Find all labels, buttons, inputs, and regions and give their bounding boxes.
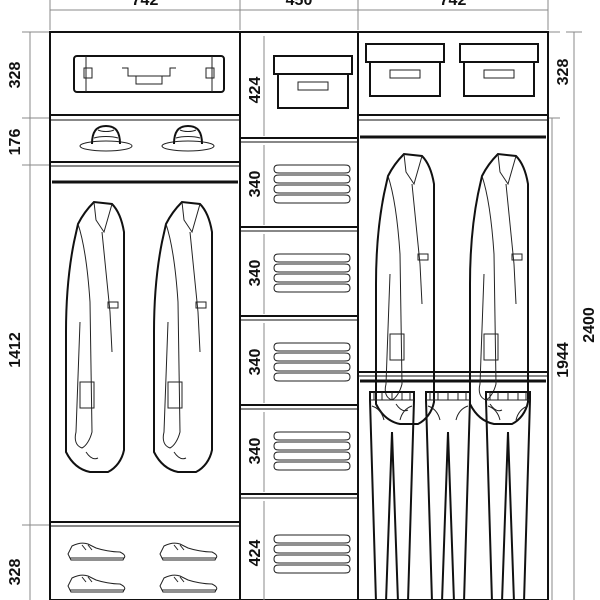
folded-clothes-icon — [273, 534, 351, 574]
middle-shelf-2-label: 340 — [247, 260, 264, 287]
left-hanging-height-label: 1412 — [7, 332, 24, 368]
dimension-lines — [22, 0, 582, 600]
left-bottom-height-label: 328 — [7, 559, 24, 586]
middle-shelf-4-label: 340 — [247, 438, 264, 465]
storage-box-icon — [365, 43, 445, 97]
storage-box-icon — [459, 43, 539, 97]
trousers-icon — [425, 391, 471, 600]
jacket-icon — [375, 153, 435, 425]
shoe-icon — [159, 542, 218, 561]
folded-clothes-icon — [273, 253, 351, 293]
folded-clothes-icon — [273, 431, 351, 471]
total-height-label: 2400 — [581, 307, 598, 343]
cabinet-frame — [49, 31, 549, 600]
shoe-icon — [159, 574, 218, 593]
jacket-icon — [153, 201, 213, 473]
middle-shelf-3-label: 340 — [247, 349, 264, 376]
left-width-label: 742 — [132, 0, 159, 9]
hat-icon — [79, 125, 133, 152]
right-hanging-height-label: 1944 — [555, 342, 572, 378]
left-top-height-label: 328 — [7, 62, 24, 89]
shoe-icon — [67, 574, 126, 593]
middle-top-height-label: 424 — [247, 77, 264, 104]
suitcase-icon — [73, 55, 225, 93]
jacket-icon — [65, 201, 125, 473]
right-top-height-label: 328 — [555, 59, 572, 86]
middle-width-label: 450 — [286, 0, 313, 9]
left-hat-height-label: 176 — [7, 129, 24, 156]
middle-shelf-1-label: 340 — [247, 171, 264, 198]
folded-clothes-icon — [273, 164, 351, 204]
right-width-label: 742 — [440, 0, 467, 9]
middle-bottom-height-label: 424 — [247, 540, 264, 567]
folded-clothes-icon — [273, 342, 351, 382]
shoe-icon — [67, 542, 126, 561]
jacket-icon — [469, 153, 529, 425]
hat-icon — [161, 125, 215, 152]
storage-box-icon — [273, 55, 353, 109]
